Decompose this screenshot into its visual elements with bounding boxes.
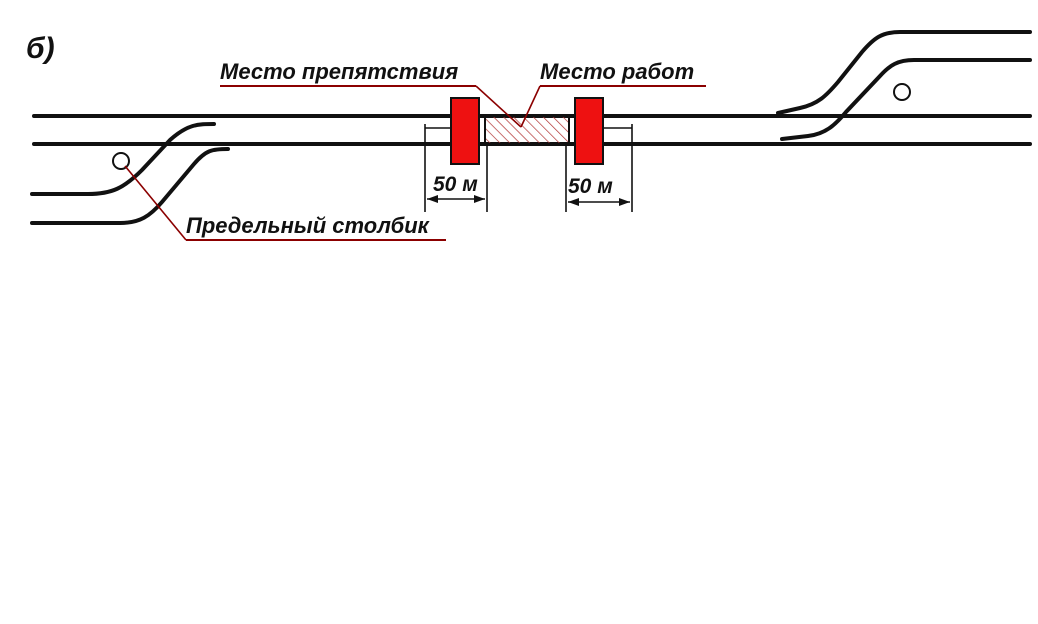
dimension-left (424, 124, 488, 212)
fouling-post-leader (124, 165, 187, 241)
figure-label: б) (26, 32, 55, 65)
fouling-post-right (893, 83, 911, 101)
right-turnout-rail-top (776, 30, 1032, 115)
obstacle-site-leader (475, 85, 522, 128)
distance-left-label: 50 м (433, 173, 478, 196)
stop-signal-left (450, 97, 480, 165)
obstacle-site-label: Место препятствия (220, 59, 458, 84)
dimension-right (565, 124, 633, 212)
fouling-post-label: Предельный столбик (186, 213, 431, 238)
distance-right-label: 50 м (568, 175, 613, 198)
left-turnout-rail-top (30, 122, 216, 196)
work-site-leader (520, 85, 541, 128)
left-turnout-track (30, 122, 230, 225)
work-site-area (484, 115, 570, 145)
left-turnout-rail-bottom (30, 147, 230, 225)
work-site-label: Место работ (540, 59, 694, 84)
right-turnout-track (776, 30, 1032, 141)
right-turnout-rail-bottom (780, 58, 1032, 141)
fouling-post-left (112, 152, 130, 170)
stop-signal-right (574, 97, 604, 165)
